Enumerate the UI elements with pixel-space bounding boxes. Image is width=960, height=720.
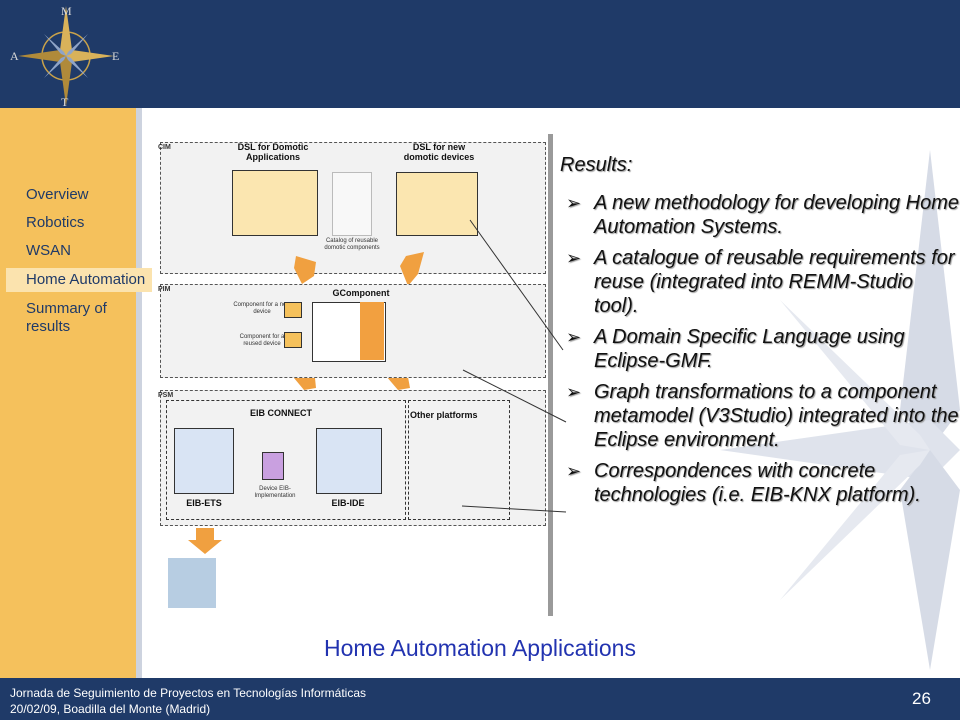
- result-bullet-graph-transformations: ➢ Graph transformations to a component m…: [566, 380, 960, 452]
- catalog-label: Catalog of reusable domotic components: [324, 238, 380, 251]
- eib-ets-label: EIB-ETS: [186, 498, 222, 508]
- cim-tag: CIM: [158, 144, 171, 151]
- nav-item-overview[interactable]: Overview: [26, 186, 89, 203]
- compass-letter-t: T: [61, 95, 69, 108]
- result-text: A new methodology for developing Home Au…: [594, 192, 960, 238]
- bullet-arrow-icon: ➢: [566, 461, 582, 481]
- other-platforms-box: [408, 400, 510, 520]
- compass-letter-a: A: [10, 49, 19, 63]
- catalog-box: [332, 172, 372, 236]
- result-bullet-dsl: ➢ A Domain Specific Language using Eclip…: [566, 325, 960, 373]
- dsl-devices-label: DSL for new domotic devices: [403, 142, 475, 162]
- device-doc-icon: [262, 452, 284, 480]
- compass-letter-e: E: [112, 49, 119, 63]
- arrow-psm-house: [188, 528, 222, 554]
- results-heading: Results:: [560, 154, 633, 176]
- dsl-apps-box: [232, 170, 318, 236]
- result-text: A Domain Specific Language using Eclipse…: [594, 326, 905, 372]
- nav-item-home-automation[interactable]: Home Automation: [6, 268, 152, 292]
- house-image: [168, 558, 216, 608]
- comp-reused-box: [284, 332, 302, 348]
- bullet-arrow-icon: ➢: [566, 193, 582, 213]
- nav-item-wsan[interactable]: WSAN: [26, 242, 71, 259]
- header-bar: [0, 0, 960, 108]
- diagram-shadow: [548, 134, 553, 616]
- footer-bar: [0, 678, 960, 720]
- dsl-devices-box: [396, 172, 478, 236]
- footer-text: Jornada de Seguimiento de Proyectos en T…: [10, 685, 366, 717]
- dsl-apps-label: DSL for Domotic Applications: [237, 142, 309, 162]
- footer-line-event: Jornada de Seguimiento de Proyectos en T…: [10, 686, 366, 700]
- compass-letter-m: M: [61, 4, 72, 18]
- slide-title: Home Automation Applications: [324, 635, 636, 661]
- result-bullet-catalogue: ➢ A catalogue of reusable requirements f…: [566, 246, 960, 318]
- other-platforms-label: Other platforms: [410, 410, 478, 420]
- pim-tag: PIM: [158, 286, 171, 293]
- nav-menu: Overview Robotics WSAN Home Automation S…: [6, 184, 152, 344]
- result-bullet-methodology: ➢ A new methodology for developing Home …: [566, 191, 960, 239]
- sidebar: [0, 108, 136, 678]
- eib-ide-screenshot: [316, 428, 382, 494]
- result-bullet-correspondences: ➢ Correspondences with concrete technolo…: [566, 459, 960, 507]
- page-number: 26: [912, 689, 931, 708]
- result-text: Graph transformations to a component met…: [594, 381, 959, 451]
- comp-new-box: [284, 302, 302, 318]
- gcomponent-label: GComponent: [332, 288, 390, 298]
- nav-item-summary-of-results[interactable]: Summary of results: [26, 300, 107, 335]
- nav-item-robotics[interactable]: Robotics: [26, 214, 85, 231]
- compass-watermark: [720, 150, 960, 670]
- sidebar-divider: [136, 108, 142, 678]
- psm-tag: PSM: [158, 392, 174, 399]
- bullet-arrow-icon: ➢: [566, 248, 582, 268]
- eib-ide-label: EIB-IDE: [331, 498, 365, 508]
- eib-connect-label: EIB CONNECT: [249, 408, 312, 418]
- comp-new-label: Component for a new device: [233, 302, 291, 315]
- bullet-arrow-icon: ➢: [566, 382, 582, 402]
- eib-ets-screenshot: [174, 428, 234, 494]
- result-text: Correspondences with concrete technologi…: [594, 460, 921, 506]
- comp-reused-label: Component for a reused device: [239, 334, 285, 347]
- device-impl-label: Device EIB-Implementation: [254, 486, 296, 499]
- gcomponent-highlight: [360, 302, 384, 360]
- arrow-cim-pim-right: [400, 252, 424, 286]
- arrow-cim-pim-left: [294, 256, 316, 284]
- result-text: A catalogue of reusable requirements for…: [594, 247, 955, 317]
- footer-line-date: 20/02/09, Boadilla del Monte (Madrid): [10, 702, 211, 716]
- mda-diagram: CIM DSL for Domotic Applications DSL for…: [156, 134, 548, 616]
- results-list: ➢ A new methodology for developing Home …: [566, 191, 960, 514]
- compass-logo: M A E T: [10, 4, 119, 108]
- bullet-arrow-icon: ➢: [566, 327, 582, 347]
